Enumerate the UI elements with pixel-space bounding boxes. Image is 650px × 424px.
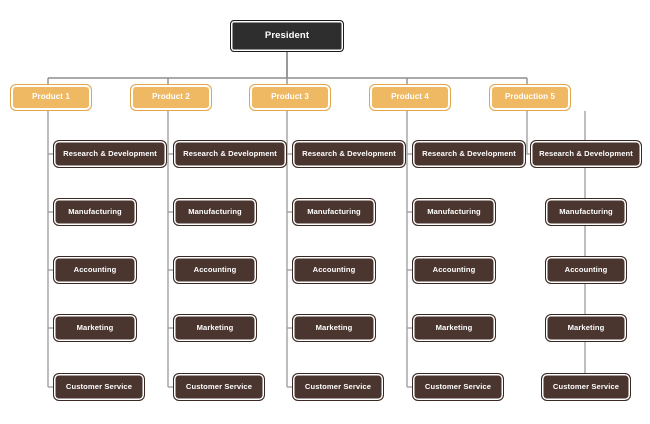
node-dept-3-accounting[interactable]: Accounting bbox=[292, 256, 376, 284]
node-dept-5-manufacturing[interactable]: Manufacturing bbox=[545, 198, 627, 226]
node-division-product-2-label: Product 2 bbox=[152, 92, 190, 102]
node-dept-1-manufacturing-label: Manufacturing bbox=[68, 206, 122, 216]
node-dept-4-research-development[interactable]: Research & Development bbox=[412, 140, 526, 168]
node-dept-3-marketing[interactable]: Marketing bbox=[292, 314, 376, 342]
node-dept-3-accounting-label: Accounting bbox=[312, 264, 356, 274]
node-dept-5-research-development-label: Research & Development bbox=[539, 148, 633, 158]
node-dept-1-accounting[interactable]: Accounting bbox=[53, 256, 137, 284]
node-dept-5-customer-service[interactable]: Customer Service bbox=[541, 373, 631, 401]
node-dept-5-customer-service-label: Customer Service bbox=[552, 381, 620, 391]
node-dept-3-research-development[interactable]: Research & Development bbox=[292, 140, 406, 168]
node-dept-3-manufacturing-label: Manufacturing bbox=[307, 206, 361, 216]
node-dept-1-marketing-label: Marketing bbox=[76, 322, 114, 332]
node-division-product-2[interactable]: Product 2 bbox=[130, 84, 212, 111]
node-dept-2-manufacturing-label: Manufacturing bbox=[188, 206, 242, 216]
node-dept-5-manufacturing-label: Manufacturing bbox=[559, 206, 613, 216]
node-dept-5-accounting-label: Accounting bbox=[564, 264, 608, 274]
node-dept-3-marketing-label: Marketing bbox=[315, 322, 353, 332]
node-dept-2-accounting-label: Accounting bbox=[193, 264, 237, 274]
node-dept-2-research-development-label: Research & Development bbox=[183, 148, 277, 158]
node-dept-1-marketing[interactable]: Marketing bbox=[53, 314, 137, 342]
node-dept-3-manufacturing[interactable]: Manufacturing bbox=[292, 198, 376, 226]
node-dept-5-marketing[interactable]: Marketing bbox=[545, 314, 627, 342]
node-dept-4-manufacturing-label: Manufacturing bbox=[427, 206, 481, 216]
node-president[interactable]: President bbox=[230, 20, 344, 52]
node-division-product-1-label: Product 1 bbox=[32, 92, 70, 102]
node-dept-4-customer-service-label: Customer Service bbox=[424, 381, 492, 391]
node-division-product-1[interactable]: Product 1 bbox=[10, 84, 92, 111]
node-division-product-4-label: Product 4 bbox=[391, 92, 429, 102]
node-dept-2-accounting[interactable]: Accounting bbox=[173, 256, 257, 284]
node-dept-3-customer-service[interactable]: Customer Service bbox=[292, 373, 384, 401]
node-division-product-3-label: Product 3 bbox=[271, 92, 309, 102]
node-president-label: President bbox=[264, 29, 310, 41]
node-division-product-4[interactable]: Product 4 bbox=[369, 84, 451, 111]
node-dept-4-research-development-label: Research & Development bbox=[422, 148, 516, 158]
node-dept-2-customer-service-label: Customer Service bbox=[185, 381, 253, 391]
node-dept-1-manufacturing[interactable]: Manufacturing bbox=[53, 198, 137, 226]
node-dept-1-research-development[interactable]: Research & Development bbox=[53, 140, 167, 168]
node-division-production-5-label: Production 5 bbox=[504, 92, 556, 102]
node-dept-2-marketing-label: Marketing bbox=[196, 322, 234, 332]
node-dept-3-research-development-label: Research & Development bbox=[302, 148, 396, 158]
node-dept-3-customer-service-label: Customer Service bbox=[304, 381, 372, 391]
node-dept-1-accounting-label: Accounting bbox=[73, 264, 117, 274]
node-dept-4-marketing-label: Marketing bbox=[435, 322, 473, 332]
node-division-production-5[interactable]: Production 5 bbox=[489, 84, 571, 111]
node-dept-2-research-development[interactable]: Research & Development bbox=[173, 140, 287, 168]
node-dept-2-customer-service[interactable]: Customer Service bbox=[173, 373, 265, 401]
node-dept-4-marketing[interactable]: Marketing bbox=[412, 314, 496, 342]
node-dept-4-accounting-label: Accounting bbox=[432, 264, 476, 274]
node-dept-4-customer-service[interactable]: Customer Service bbox=[412, 373, 504, 401]
node-dept-2-manufacturing[interactable]: Manufacturing bbox=[173, 198, 257, 226]
node-dept-4-accounting[interactable]: Accounting bbox=[412, 256, 496, 284]
node-dept-1-customer-service-label: Customer Service bbox=[65, 381, 133, 391]
node-dept-5-accounting[interactable]: Accounting bbox=[545, 256, 627, 284]
node-dept-4-manufacturing[interactable]: Manufacturing bbox=[412, 198, 496, 226]
node-dept-1-research-development-label: Research & Development bbox=[63, 148, 157, 158]
node-dept-5-marketing-label: Marketing bbox=[567, 322, 605, 332]
node-division-product-3[interactable]: Product 3 bbox=[249, 84, 331, 111]
node-dept-1-customer-service[interactable]: Customer Service bbox=[53, 373, 145, 401]
node-dept-5-research-development[interactable]: Research & Development bbox=[530, 140, 642, 168]
node-dept-2-marketing[interactable]: Marketing bbox=[173, 314, 257, 342]
